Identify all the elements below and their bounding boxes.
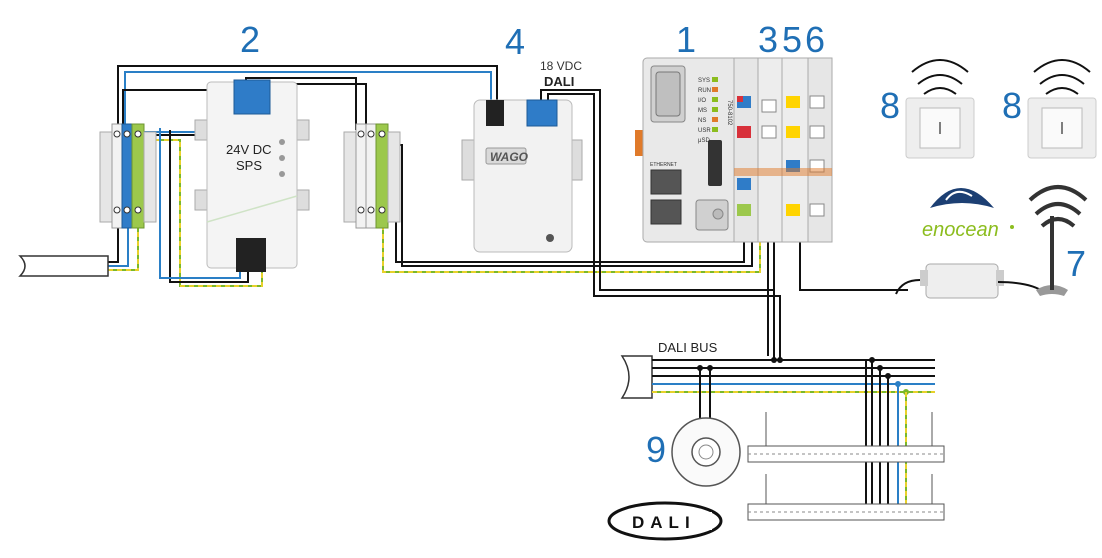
- label-3: 3: [758, 19, 778, 60]
- dali-logo: DALI: [607, 501, 723, 541]
- led-label-0: SYS: [698, 78, 710, 84]
- label-8a: 8: [880, 85, 900, 126]
- dali-bus-label: DALI BUS: [658, 340, 718, 355]
- motion-sensor: [671, 417, 741, 487]
- enocean-logo: enocean: [922, 188, 1014, 241]
- left-cable-plug: [18, 255, 109, 277]
- dali-logo-text: DALI: [632, 513, 696, 532]
- ethernet-label: ETHERNET: [650, 162, 677, 168]
- led-label-4: NS: [698, 118, 706, 124]
- led-label-6: μSD: [698, 138, 710, 144]
- label-9: 9: [646, 429, 666, 470]
- label-2: 2: [240, 19, 260, 60]
- led-label-1: RUN: [698, 88, 711, 94]
- wireless-switch-1: [905, 59, 975, 159]
- luminaire-2: [747, 474, 945, 521]
- led-label-5: USR: [698, 128, 711, 134]
- enocean-receiver: [895, 185, 1088, 299]
- terminal-block-right: [343, 123, 401, 229]
- psu-line2: SPS: [236, 158, 262, 173]
- label-5: 5: [782, 19, 802, 60]
- wireless-switch-2: [1027, 59, 1097, 159]
- io-modules: [733, 57, 833, 243]
- label-4: 4: [505, 21, 525, 62]
- led-label-2: I/O: [698, 98, 706, 104]
- dali-bus: DALI BUS: [620, 340, 935, 505]
- terminal-block-left: [99, 123, 157, 229]
- controller-model: 750-8102: [726, 100, 732, 126]
- led-label-3: MS: [698, 108, 707, 114]
- dali-supply-name: DALI: [544, 74, 574, 89]
- wago-logo-text: WAGO: [490, 150, 529, 164]
- controller: SYS RUN I/O MS NS USR μSD 750-8102 ETHER…: [635, 57, 738, 243]
- dali-supply: 18 VDC DALI WAGO: [461, 59, 583, 253]
- label-7: 7: [1066, 243, 1086, 284]
- label-1: 1: [676, 19, 696, 60]
- label-8b: 8: [1002, 85, 1022, 126]
- dali-supply-voltage: 18 VDC: [540, 59, 582, 73]
- controller-leds: SYS RUN I/O MS NS USR μSD: [698, 77, 718, 144]
- psu-line1: 24V DC: [226, 142, 272, 157]
- label-6: 6: [805, 19, 825, 60]
- wiring: [108, 65, 908, 362]
- power-supply: 24V DC SPS: [194, 79, 310, 272]
- luminaire-1: [747, 412, 945, 463]
- enocean-text: enocean: [922, 219, 999, 241]
